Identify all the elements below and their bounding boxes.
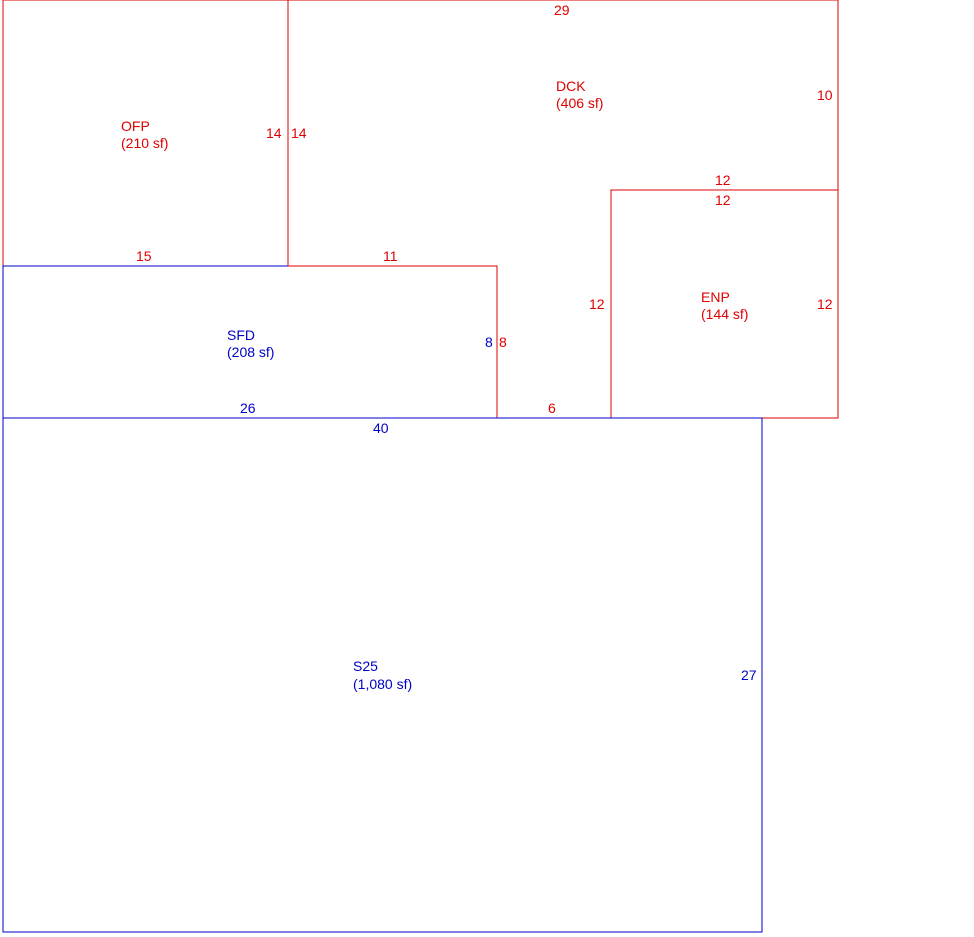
ofp-area: (210 sf) xyxy=(121,135,168,151)
improvement-outlines xyxy=(2,0,839,419)
dim-ofp-bottom: 15 xyxy=(136,248,152,264)
dim-s25-top: 40 xyxy=(373,420,389,436)
dim-enp-top-inner: 12 xyxy=(715,192,731,208)
enp-area: (144 sf) xyxy=(701,306,748,322)
dim-dck-right: 10 xyxy=(817,87,833,103)
s25-area: (1,080 sf) xyxy=(353,676,412,692)
sfd-label: SFD xyxy=(227,327,255,343)
sfd-outline xyxy=(2,265,288,418)
ofp-label: OFP xyxy=(121,118,150,134)
dim-dck-top: 29 xyxy=(554,2,570,18)
dim-sfd-bottom: 26 xyxy=(240,400,256,416)
dim-dck-bottom-lower: 6 xyxy=(548,400,556,416)
dck-label: DCK xyxy=(556,78,586,94)
dck-outline xyxy=(288,0,839,419)
dck-area: (406 sf) xyxy=(556,95,603,111)
living-outlines xyxy=(2,265,763,933)
enp-label: ENP xyxy=(701,289,730,305)
dim-ofp-right: 14 xyxy=(266,125,282,141)
dim-dck-inner-right: 8 xyxy=(499,334,507,350)
s25-label: S25 xyxy=(353,658,378,674)
dim-enp-top-outer: 12 xyxy=(715,172,731,188)
dim-s25-right: 27 xyxy=(741,667,757,683)
dim-dck-left: 14 xyxy=(291,125,307,141)
sfd-area: (208 sf) xyxy=(227,344,274,360)
dim-enp-right: 12 xyxy=(817,296,833,312)
ofp-outline xyxy=(2,0,289,266)
dim-enp-left: 12 xyxy=(589,296,605,312)
dim-sfd-right: 8 xyxy=(485,334,493,350)
dim-dck-bottom-upper: 11 xyxy=(383,248,398,264)
s25-outline xyxy=(2,417,763,933)
